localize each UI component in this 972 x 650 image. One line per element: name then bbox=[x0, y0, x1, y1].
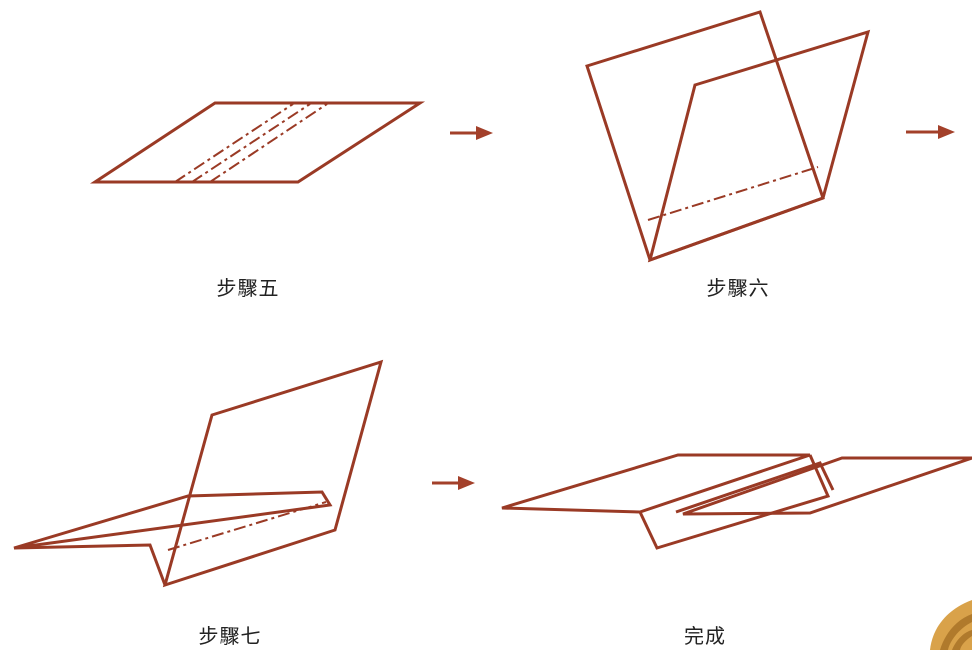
step-seven-fold-line bbox=[167, 501, 327, 551]
step-seven-standing-panel bbox=[162, 359, 384, 588]
step-seven-diagram bbox=[13, 359, 384, 588]
step-six-back-panel bbox=[585, 10, 825, 262]
finished-keel-inner bbox=[675, 461, 835, 514]
step-five-paper bbox=[89, 101, 426, 184]
step-seven-flat-wing bbox=[13, 490, 333, 550]
step-five-fold-line bbox=[209, 103, 328, 183]
finished-keel bbox=[638, 454, 831, 550]
step-five-label: 步驟五 bbox=[216, 276, 280, 300]
step-six-fold-line bbox=[647, 166, 819, 221]
step-six-fold-line bbox=[759, 11, 824, 199]
step-six-diagram bbox=[585, 10, 871, 263]
finished-diagram bbox=[501, 453, 972, 550]
step-seven-label: 步驟七 bbox=[198, 624, 262, 648]
arrow-right-icon bbox=[906, 125, 955, 139]
arrow-right-icon bbox=[432, 476, 475, 490]
finished-right-wing bbox=[682, 456, 972, 516]
step-five-diagram bbox=[89, 101, 426, 184]
step-seven-flat-wing-edge bbox=[13, 543, 167, 586]
step-five-fold-line bbox=[191, 103, 311, 183]
arrow-right-icon bbox=[450, 126, 493, 140]
step-six-label: 步驟六 bbox=[706, 276, 770, 300]
step-five-fold-line bbox=[174, 103, 294, 183]
lion-mane-decoration bbox=[930, 600, 972, 650]
step-six-front-panel bbox=[647, 29, 871, 263]
finished-label: 完成 bbox=[684, 624, 726, 648]
